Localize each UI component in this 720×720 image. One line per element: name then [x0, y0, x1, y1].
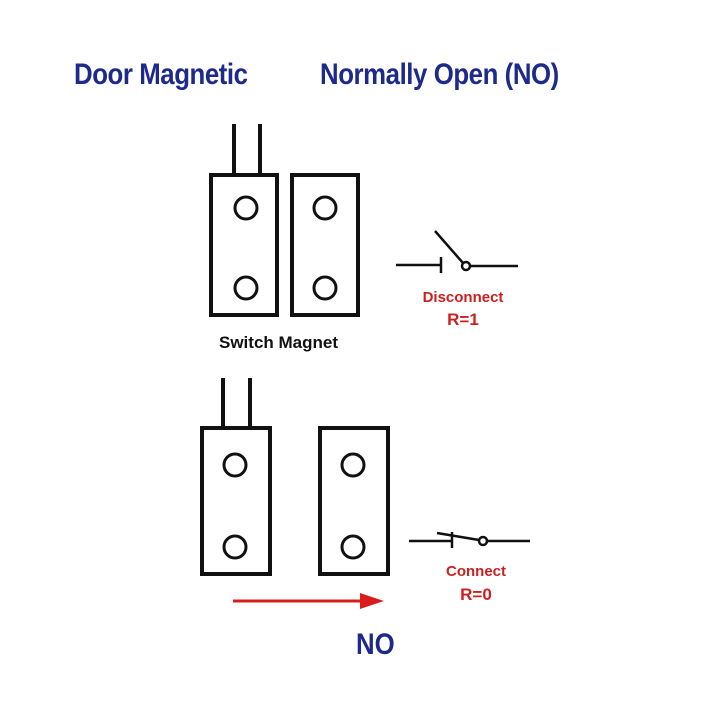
switch-magnet-label: Switch Magnet — [219, 333, 339, 352]
disconnect-label: Disconnect — [422, 289, 504, 306]
top-switch-assembly — [209, 124, 279, 317]
no-bottom-label: NO — [356, 628, 395, 661]
bottom-magnet-assembly — [318, 426, 390, 576]
movement-arrow-head — [360, 593, 384, 609]
open-switch-blade — [434, 230, 464, 264]
bottom-switch-hole-lower — [222, 534, 248, 560]
top-magnet-assembly — [290, 173, 360, 317]
title-door-magnetic: Door Magnetic — [74, 58, 248, 91]
disconnect-value: R=1 — [447, 310, 479, 329]
bottom-magnet-hole-lower — [340, 534, 366, 560]
title-normally-open: Normally Open (NO) — [320, 58, 559, 91]
closed-switch-pivot — [477, 535, 489, 547]
connect-value: R=0 — [460, 585, 492, 604]
open-switch-symbol — [396, 230, 518, 273]
movement-arrow — [233, 593, 384, 609]
closed-switch-symbol — [409, 531, 530, 548]
connect-label: Connect — [446, 563, 506, 580]
bottom-magnet-hole-upper — [340, 452, 366, 478]
closed-switch-blade — [436, 531, 480, 542]
open-switch-pivot — [460, 260, 472, 272]
top-switch-hole-lower — [233, 275, 259, 301]
bottom-switch-assembly — [200, 378, 272, 576]
bottom-switch-hole-upper — [222, 452, 248, 478]
top-magnet-hole-lower — [312, 275, 338, 301]
top-magnet-hole-upper — [312, 195, 338, 221]
top-switch-hole-upper — [233, 195, 259, 221]
